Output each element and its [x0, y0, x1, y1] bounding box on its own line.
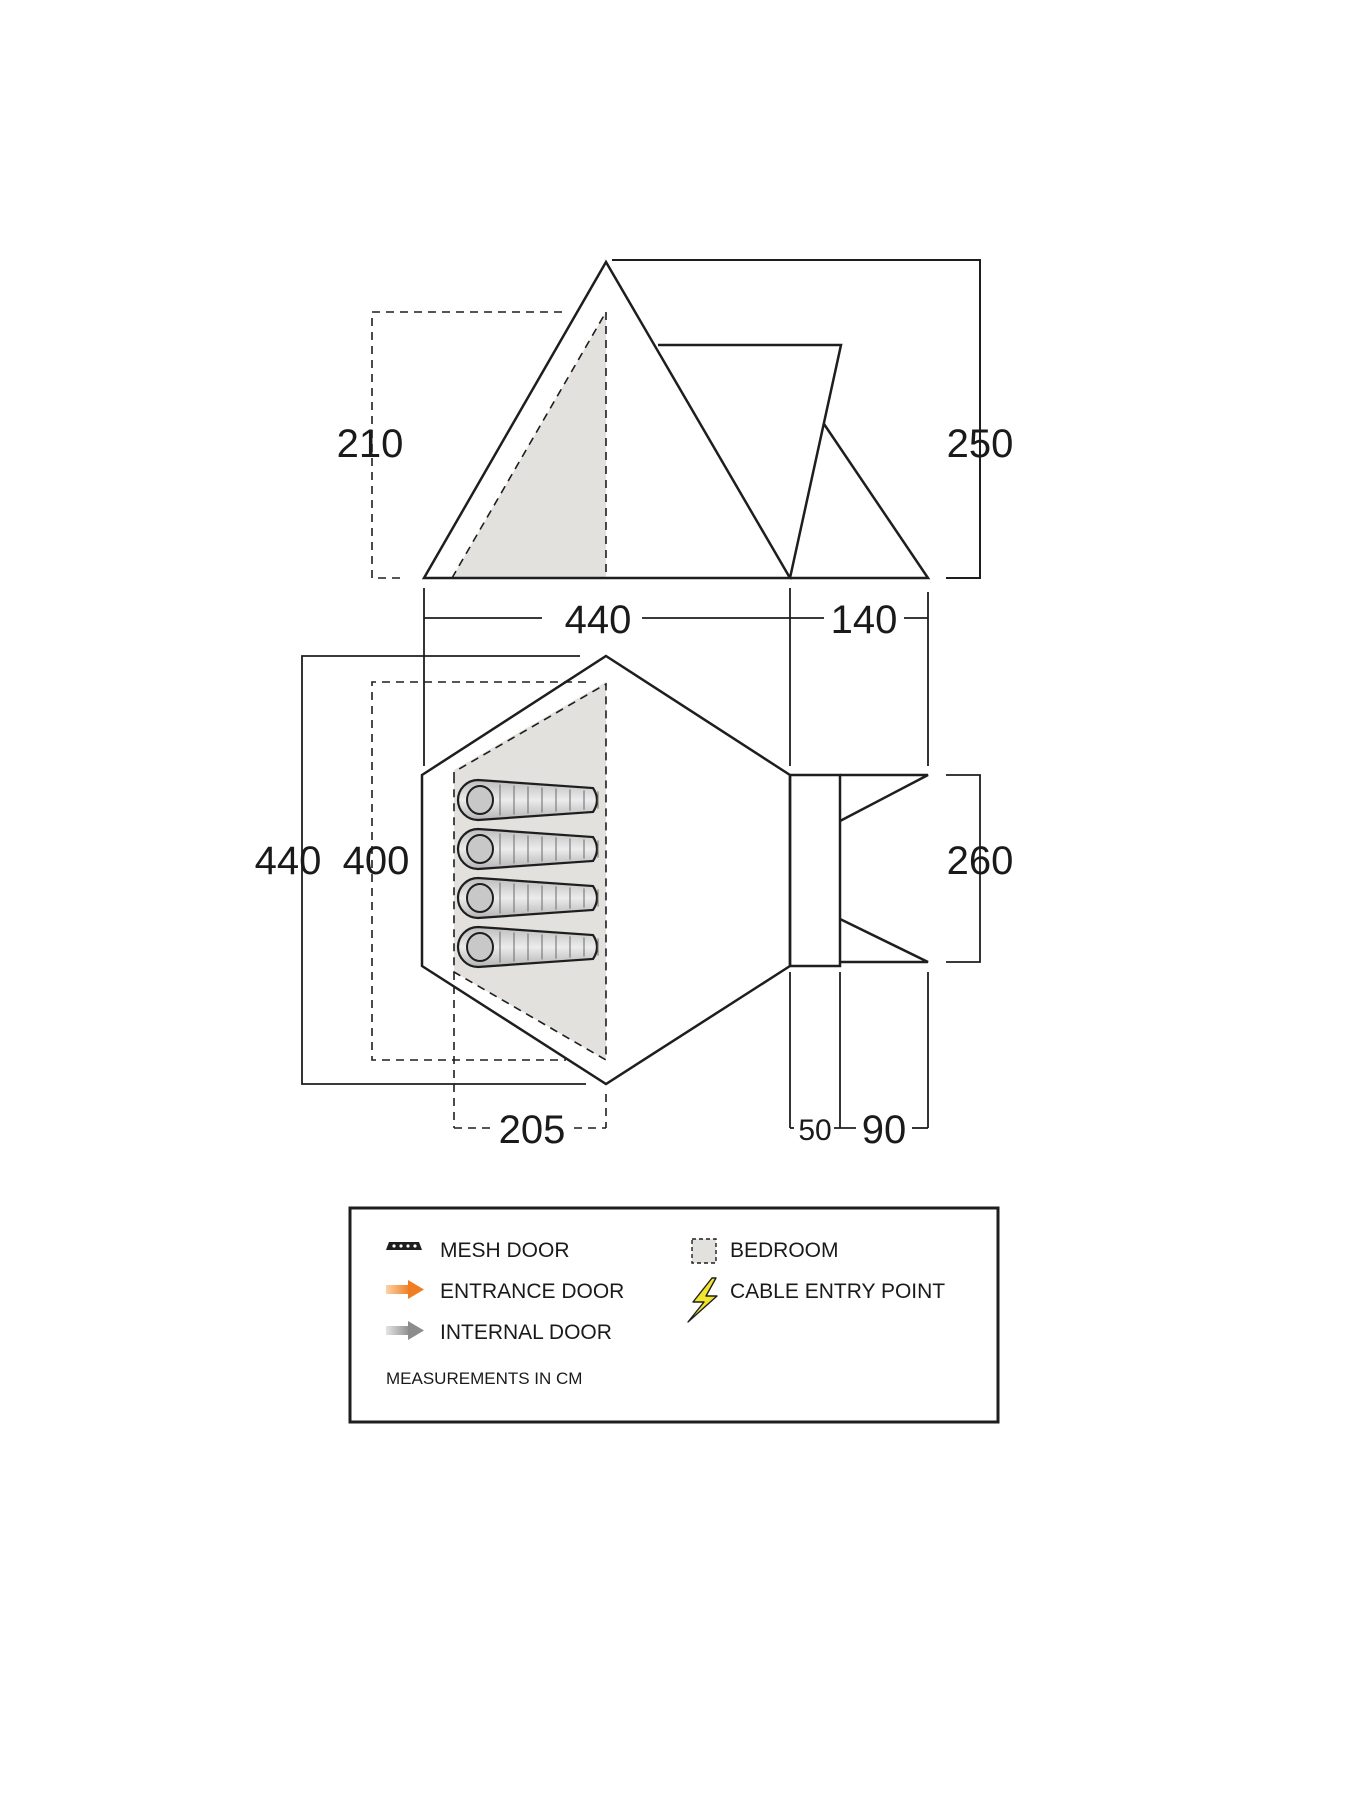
elevation-main-tent	[421, 259, 793, 580]
sleeping-bag	[456, 876, 599, 920]
sleeping-bag	[456, 827, 599, 871]
legend: MESH DOOR ENTRANCE DOOR INTERNAL DOOR ME…	[348, 1206, 1000, 1424]
elevation-bedroom-height-label: 210	[337, 422, 404, 466]
floorplan-bedroom-depth-label: 205	[499, 1108, 566, 1152]
floorplan-bedroom-width-dimline	[371, 681, 586, 1061]
elevation-porch	[658, 343, 843, 579]
legend-mesh-door-label: MESH DOOR	[440, 1239, 570, 1262]
dashed-square-icon	[691, 1238, 717, 1264]
legend-measurement-note: MEASUREMENTS IN CM	[386, 1369, 582, 1388]
legend-cable-entry-label: CABLE ENTRY POINT	[730, 1280, 945, 1303]
side-elevation	[371, 259, 981, 766]
floorplan-porch	[788, 773, 842, 968]
grey-arrow-icon	[386, 1321, 424, 1340]
lightning-bolt-icon	[687, 1277, 718, 1323]
floor-plan	[301, 654, 981, 1129]
floorplan-total-width-label: 440	[255, 839, 322, 883]
sleeping-bags	[456, 778, 599, 969]
floorplan-porch-width-label: 260	[947, 839, 1014, 883]
elevation-total-length-label: 440	[565, 598, 632, 642]
legend-internal-door-label: INTERNAL DOOR	[440, 1321, 612, 1344]
floorplan-bedroom-width-label: 400	[343, 839, 410, 883]
sleeping-bag	[456, 778, 599, 822]
mesh-door-icon	[386, 1242, 422, 1250]
legend-bedroom-label: BEDROOM	[730, 1239, 839, 1262]
elevation-total-height-label: 250	[947, 422, 1014, 466]
total-height-dimline	[612, 259, 981, 579]
floorplan-total-width-dimline	[301, 655, 586, 1085]
orange-arrow-icon	[386, 1280, 424, 1299]
legend-box	[348, 1206, 1000, 1424]
sleeping-bag	[456, 925, 599, 969]
floorplan-porch-inner-depth-label: 50	[798, 1114, 831, 1147]
floorplan-porch-outer-depth-label: 90	[862, 1108, 907, 1152]
elevation-porch-length-label: 140	[831, 598, 898, 642]
bedroom-height-dimline	[371, 311, 562, 579]
floorplan-porch-width-dimline	[946, 774, 981, 963]
legend-entrance-door-label: ENTRANCE DOOR	[440, 1280, 624, 1303]
